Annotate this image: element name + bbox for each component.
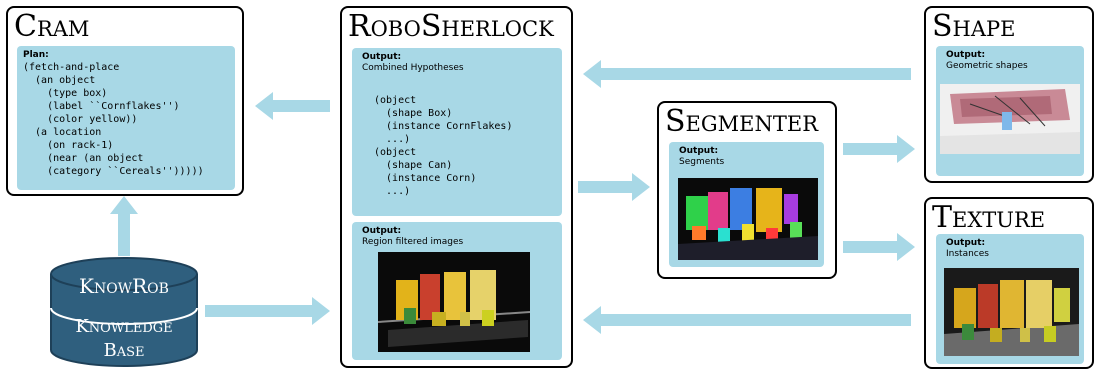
cram-title: Cram bbox=[14, 9, 90, 44]
region-output-desc: Region filtered images bbox=[362, 237, 464, 247]
segmenter-title: Segmenter bbox=[665, 104, 819, 139]
texture-panel: Output: Instances bbox=[936, 234, 1084, 364]
arrow-texture-to-robosherlock bbox=[583, 306, 911, 334]
segmenter-output-desc: Segments bbox=[679, 157, 725, 167]
cram-plan-panel: Plan: (fetch-and-place (an object (type … bbox=[17, 46, 235, 190]
segmenter-box: Segmenter Output: Segments bbox=[657, 101, 837, 279]
texture-title: Texture bbox=[932, 200, 1046, 235]
segments-image bbox=[678, 178, 818, 260]
texture-box: Texture Output: Instances bbox=[924, 197, 1094, 369]
hypotheses-output-desc: Combined Hypotheses bbox=[362, 63, 464, 73]
instances-image bbox=[944, 268, 1079, 356]
arrow-robosherlock-to-cram bbox=[255, 92, 330, 120]
hypotheses-output-label: Output: bbox=[362, 52, 402, 62]
robosherlock-hypotheses-panel: Output: Combined Hypotheses (object (sha… bbox=[352, 48, 562, 216]
segmenter-panel: Output: Segments bbox=[669, 142, 824, 267]
geometric-shapes-image bbox=[940, 84, 1080, 154]
shape-output-desc: Geometric shapes bbox=[946, 61, 1028, 71]
cram-plan-code: (fetch-and-place (an object (type box) (… bbox=[23, 62, 204, 177]
texture-output-label: Output: bbox=[946, 238, 986, 248]
cram-box: Cram Plan: (fetch-and-place (an object (… bbox=[6, 6, 244, 196]
arrow-segmenter-to-texture bbox=[843, 233, 915, 261]
hypotheses-code: (object (shape Box) (instance CornFlakes… bbox=[374, 95, 513, 197]
knowrob-line3: Base bbox=[103, 340, 145, 361]
arrow-robosherlock-to-segmenter bbox=[578, 173, 650, 201]
shape-box: Shape Output: Geometric shapes bbox=[924, 6, 1094, 183]
shape-title: Shape bbox=[932, 9, 1016, 44]
cram-plan-label: Plan: bbox=[23, 50, 49, 60]
region-output-label: Output: bbox=[362, 226, 402, 236]
arrow-shape-to-robosherlock bbox=[583, 60, 911, 88]
arrow-knowrob-to-cram bbox=[110, 196, 138, 256]
segmenter-output-label: Output: bbox=[679, 146, 719, 156]
arrow-segmenter-to-shape bbox=[843, 135, 915, 163]
knowrob-line1: KnowRob bbox=[79, 274, 169, 298]
database-cylinder-icon bbox=[50, 257, 198, 367]
shape-output-label: Output: bbox=[946, 50, 986, 60]
texture-output-desc: Instances bbox=[946, 249, 989, 259]
region-filtered-image bbox=[378, 252, 530, 352]
knowrob-database: KnowRob Knowledge Base bbox=[49, 256, 199, 368]
arrow-knowrob-to-robosherlock bbox=[205, 297, 330, 325]
shape-panel: Output: Geometric shapes bbox=[936, 46, 1084, 176]
robosherlock-title: RoboSherlock bbox=[348, 9, 554, 44]
robosherlock-region-panel: Output: Region filtered images bbox=[352, 222, 562, 360]
robosherlock-box: RoboSherlock Output: Combined Hypotheses… bbox=[340, 6, 573, 368]
knowrob-line2: Knowledge bbox=[75, 316, 173, 337]
